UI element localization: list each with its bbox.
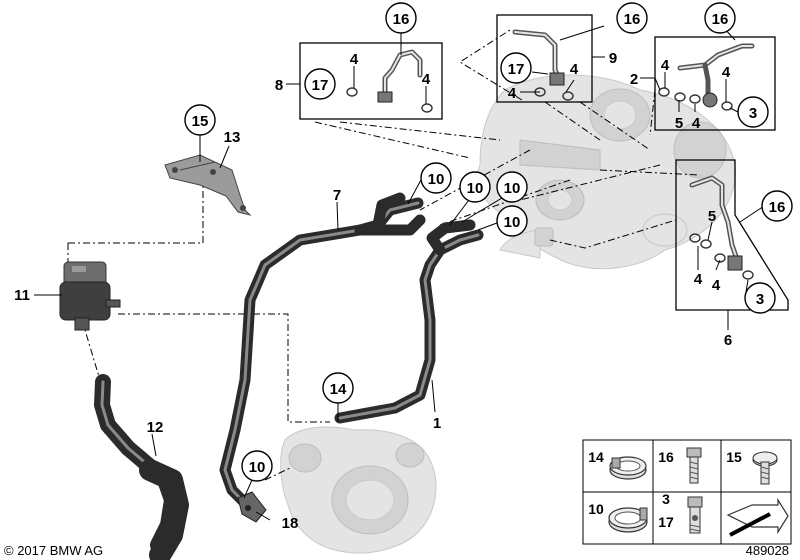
callout-10-d: 10 bbox=[496, 205, 528, 237]
callout-5-b: 5 bbox=[708, 208, 716, 225]
group-box-8 bbox=[299, 42, 443, 120]
callout-4-g: 4 bbox=[692, 115, 701, 132]
callout-4-d: 4 bbox=[508, 85, 517, 102]
svg-text:10: 10 bbox=[504, 180, 521, 197]
callout-11: 11 bbox=[14, 287, 30, 304]
bolt-icon bbox=[686, 447, 702, 484]
callout-5-a: 5 bbox=[675, 115, 683, 132]
callout-2: 2 bbox=[630, 71, 638, 88]
legend-label-17: 17 bbox=[658, 514, 674, 530]
callout-6: 6 bbox=[724, 332, 732, 349]
coolant-hose-12 bbox=[94, 374, 189, 560]
callout-3-box6: 3 bbox=[744, 282, 776, 314]
callout-4-h: 4 bbox=[694, 271, 703, 288]
callout-10-a: 10 bbox=[420, 162, 452, 194]
svg-text:15: 15 bbox=[192, 113, 209, 130]
svg-text:3: 3 bbox=[749, 105, 757, 122]
callout-8: 8 bbox=[275, 77, 283, 94]
svg-text:10: 10 bbox=[467, 180, 484, 197]
svg-text:17: 17 bbox=[312, 77, 329, 94]
svg-text:16: 16 bbox=[769, 199, 786, 216]
callout-4-a: 4 bbox=[350, 51, 359, 68]
electric-coolant-pump-11 bbox=[59, 261, 121, 331]
legend-label-14: 14 bbox=[588, 449, 604, 465]
diagram-number: 489028 bbox=[746, 543, 789, 558]
parts-legend: 14 16 15 10 3 17 bbox=[582, 439, 792, 545]
bracket-13 bbox=[164, 154, 252, 216]
oil-line-6 bbox=[689, 175, 754, 280]
oil-line-8 bbox=[346, 49, 433, 113]
oil-line-2 bbox=[658, 43, 755, 111]
coolant-hose-7 bbox=[219, 192, 426, 514]
callout-10-b: 10 bbox=[459, 171, 491, 203]
callout-7: 7 bbox=[333, 187, 341, 204]
svg-text:10: 10 bbox=[504, 214, 521, 231]
svg-text:14: 14 bbox=[330, 381, 347, 398]
banjo-bolt-icon bbox=[687, 496, 703, 534]
callouts: 16 17 16 17 16 3 16 3 15 10 10 10 10 10 … bbox=[14, 2, 793, 532]
callout-10-c: 10 bbox=[496, 171, 528, 203]
legend-label-16: 16 bbox=[658, 449, 674, 465]
svg-text:16: 16 bbox=[712, 11, 729, 28]
svg-text:10: 10 bbox=[428, 171, 445, 188]
leader-lines bbox=[34, 25, 765, 521]
callout-18: 18 bbox=[282, 515, 299, 532]
oil-line-9 bbox=[512, 29, 574, 101]
legend-label-15: 15 bbox=[726, 449, 742, 465]
group-box-2 bbox=[654, 36, 776, 131]
callout-16-box9: 16 bbox=[616, 2, 648, 34]
coolant-hose-1 bbox=[334, 219, 484, 424]
callout-16-box8: 16 bbox=[385, 2, 417, 34]
callout-9: 9 bbox=[609, 50, 617, 67]
callout-4-b: 4 bbox=[422, 71, 431, 88]
callout-4-e: 4 bbox=[661, 57, 670, 74]
coolant-pump-ghost bbox=[280, 426, 437, 554]
callout-12: 12 bbox=[147, 419, 164, 436]
callout-4-c: 4 bbox=[570, 61, 579, 78]
spring-clamp-icon bbox=[608, 507, 648, 533]
callout-16-box6: 16 bbox=[761, 190, 793, 222]
callout-3-box2: 3 bbox=[737, 96, 769, 128]
callout-17-box9: 17 bbox=[500, 52, 532, 84]
direction-arrow-icon bbox=[726, 497, 789, 537]
callout-4-f: 4 bbox=[722, 64, 731, 81]
legend-label-3: 3 bbox=[662, 491, 670, 507]
callout-4-i: 4 bbox=[712, 277, 721, 294]
svg-text:16: 16 bbox=[624, 11, 641, 28]
callout-13: 13 bbox=[224, 129, 241, 146]
hose-clamp-icon bbox=[609, 456, 647, 480]
callout-17-box8: 17 bbox=[304, 68, 336, 100]
group-box-9 bbox=[496, 14, 593, 103]
callout-15: 15 bbox=[184, 104, 216, 136]
svg-text:16: 16 bbox=[393, 11, 410, 28]
hose-fitting-18 bbox=[237, 491, 267, 523]
callout-10-e: 10 bbox=[241, 450, 273, 482]
svg-text:17: 17 bbox=[508, 61, 525, 78]
callout-1: 1 bbox=[433, 415, 441, 432]
dashed-leaders bbox=[67, 29, 701, 481]
legend-label-10: 10 bbox=[588, 501, 604, 517]
callout-16-box2: 16 bbox=[704, 2, 736, 34]
callout-14: 14 bbox=[322, 372, 354, 404]
copyright-text: © 2017 BMW AG bbox=[4, 543, 103, 558]
screw-icon bbox=[752, 451, 778, 485]
svg-text:3: 3 bbox=[756, 291, 764, 308]
turbocharger-ghost bbox=[476, 74, 736, 270]
group-box-6 bbox=[675, 159, 789, 311]
svg-text:10: 10 bbox=[249, 459, 266, 476]
